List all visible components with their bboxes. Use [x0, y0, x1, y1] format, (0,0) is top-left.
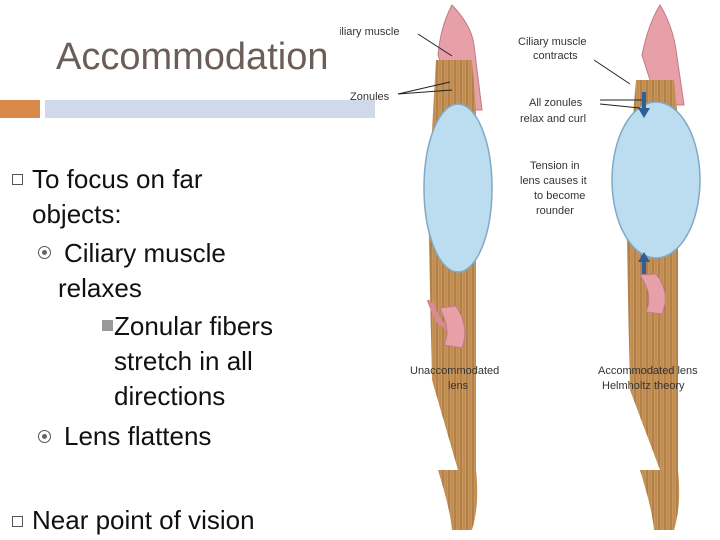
circle-bullet-icon	[38, 430, 51, 443]
bullet-lens-flattens: Lens flattens	[64, 421, 212, 451]
label-accommodated-1: Accommodated lens	[598, 365, 698, 377]
arrow-down-icon	[638, 108, 650, 118]
label-tension-1: Tension in	[530, 160, 580, 172]
label-zonules-relax-2: relax and curl	[520, 113, 586, 125]
title-accent-blue	[45, 100, 375, 118]
bullet-zonular-line2: stretch in all	[114, 346, 253, 376]
square-bullet-icon	[12, 516, 23, 527]
filled-square-bullet-icon	[102, 320, 113, 331]
label-unaccommodated-2: lens	[448, 380, 469, 392]
slide-title: Accommodation	[56, 36, 329, 78]
label-ciliary-contracts-1: Ciliary muscle	[518, 36, 586, 48]
label-accommodated-2: Helmholtz theory	[602, 380, 685, 392]
zonule-band-bottom-curled	[640, 470, 680, 530]
accommodation-diagram: Ciliary muscle Zonules Ciliary muscle co…	[340, 4, 701, 530]
bullet-far-objects-line1: To focus on far	[32, 164, 203, 194]
bullet-ciliary-relaxes-line2: relaxes	[58, 273, 142, 303]
bullet-near-point: Near point of vision	[32, 505, 255, 535]
arrow-up-icon	[638, 252, 650, 262]
bullet-list: To focus on far objects: Ciliary muscle …	[12, 164, 273, 535]
bullet-far-objects-line2: objects:	[32, 199, 122, 229]
label-tension-3: to become	[534, 190, 585, 202]
circle-bullet-icon	[38, 246, 51, 259]
flat-lens	[423, 103, 493, 273]
label-tension-2: lens causes it	[520, 175, 587, 187]
accommodated-section	[593, 4, 701, 530]
title-accent-orange	[0, 100, 40, 118]
label-unaccommodated-1: Unaccommodated	[410, 365, 499, 377]
zonule-band-bottom	[438, 470, 478, 530]
label-ciliary-muscle: Ciliary muscle	[340, 26, 399, 38]
ciliary-muscle-bottom	[439, 305, 466, 349]
bullet-ciliary-relaxes-line1: Ciliary muscle	[64, 238, 226, 268]
label-tension-4: rounder	[536, 205, 574, 217]
bullet-zonular-line3: directions	[114, 381, 226, 411]
label-ciliary-contracts-2: contracts	[533, 50, 578, 62]
square-bullet-icon	[12, 174, 23, 185]
label-zonules-relax-1: All zonules	[529, 97, 583, 109]
unaccommodated-section	[397, 4, 493, 530]
ciliary-muscle-bottom-contracted	[639, 273, 666, 315]
bullet-zonular-line1: Zonular fibers	[114, 311, 273, 341]
rounded-lens	[611, 101, 701, 259]
label-zonules: Zonules	[350, 91, 390, 103]
